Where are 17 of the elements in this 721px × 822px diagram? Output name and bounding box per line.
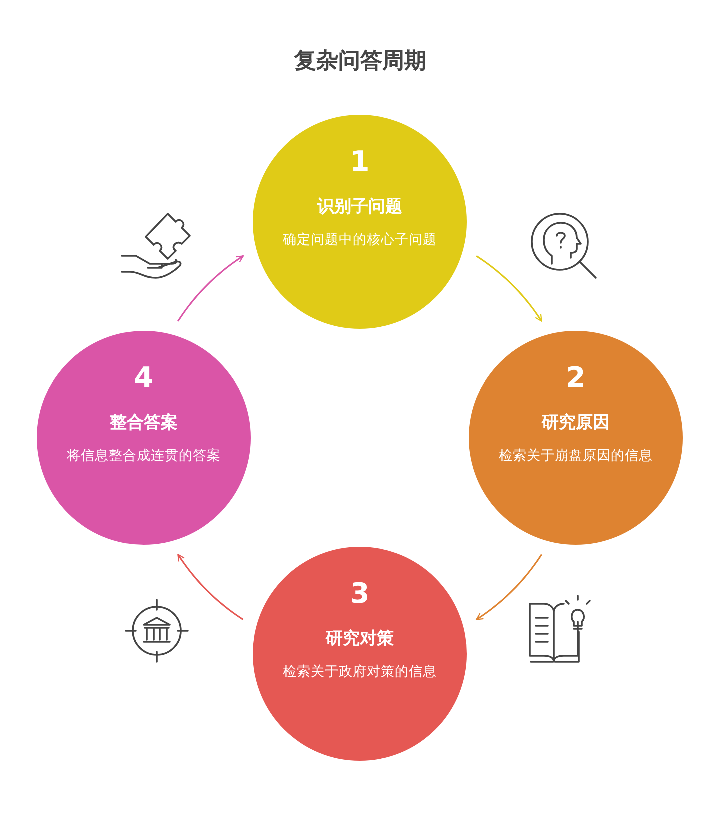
step-title: 识别子问题	[316, 196, 404, 218]
diagram-title: 复杂问答周期	[293, 48, 428, 76]
step-description: 确定问题中的核心子问题	[282, 231, 438, 249]
arrow	[178, 554, 244, 620]
step-number: 4	[133, 361, 155, 394]
step-title: 整合答案	[109, 412, 179, 434]
step-title: 研究原因	[540, 412, 611, 434]
step-description: 检索关于崩盘原因的信息	[498, 447, 654, 465]
arrow	[178, 256, 244, 322]
arrow	[476, 554, 542, 620]
step-description: 将信息整合成连贯的答案	[66, 447, 222, 465]
step-description: 检索关于政府对策的信息	[282, 663, 438, 681]
step-number: 3	[349, 577, 371, 610]
step-number: 1	[349, 145, 371, 178]
step-number: 2	[565, 361, 587, 394]
step-title: 研究对策	[324, 628, 395, 650]
arrow	[476, 256, 542, 322]
